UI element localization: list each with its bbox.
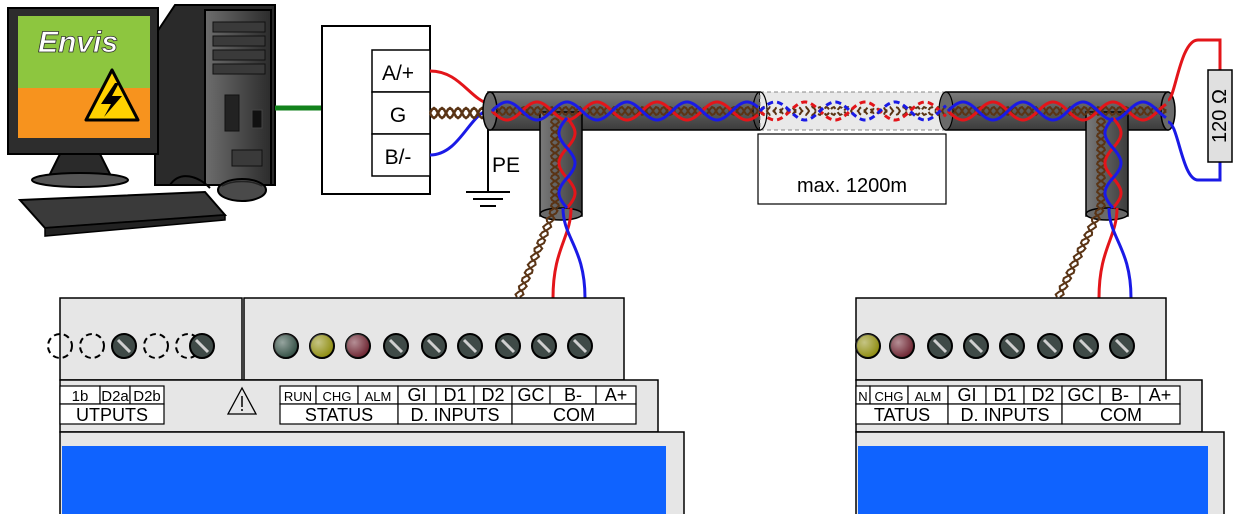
terminal-screw-icon[interactable] [927, 333, 953, 359]
terminal-screw-icon[interactable] [999, 333, 1025, 359]
pc-mouse [169, 175, 267, 202]
pc-computer: Envis [7, 4, 276, 237]
drop-wire-a-plus [1103, 117, 1123, 209]
drop-wire-a-plus [557, 117, 577, 209]
terminal-screw-icon[interactable] [495, 333, 521, 359]
device-display [858, 446, 1208, 514]
terminal-b-label: B/- [385, 146, 412, 169]
terminal-label: N [858, 389, 867, 404]
terminal-label: GI [407, 385, 426, 405]
terminal-screw-icon[interactable] [421, 333, 447, 359]
high-voltage-warning-icon [84, 68, 140, 122]
terminal-screw-icon[interactable] [531, 333, 557, 359]
terminal-label: CHG [323, 389, 352, 404]
group-label: TATUS [874, 405, 930, 425]
tail-a-plus [1097, 207, 1119, 299]
status-led [273, 333, 299, 359]
group-label: STATUS [305, 405, 373, 425]
terminal-label: D1 [443, 385, 466, 405]
tail-a-plus [551, 207, 573, 299]
terminator-resistor: 120 Ω [1166, 38, 1233, 182]
terminal-label: B- [564, 385, 582, 405]
pc-keyboard [17, 190, 228, 237]
terminal-screw-icon[interactable] [1109, 333, 1135, 359]
wire-b-minus [490, 100, 759, 122]
warning-icon [226, 386, 258, 415]
envis-logo: Envis [38, 26, 118, 59]
wire-b-minus [946, 100, 1167, 122]
terminal-screw-icon[interactable] [111, 333, 137, 359]
terminal-screw-icon[interactable] [457, 333, 483, 359]
group-label: COM [553, 405, 595, 425]
drop-wire-b-minus [1103, 117, 1123, 209]
pc-tower [154, 4, 276, 186]
status-led [889, 333, 915, 359]
ground-tail-b [517, 207, 556, 298]
group-label: UTPUTS [76, 405, 148, 425]
device-display [62, 446, 666, 514]
terminal-label: A+ [1149, 385, 1172, 405]
terminal-label: D2 [1031, 385, 1054, 405]
status-led [309, 333, 335, 359]
terminal-screw-icon[interactable] [1073, 333, 1099, 359]
max-length-box: max. 1200m [757, 133, 947, 205]
terminal-screw-icon[interactable] [567, 333, 593, 359]
terminal-label: D2b [133, 388, 161, 405]
status-led [345, 333, 371, 359]
converter-wires [428, 69, 491, 157]
terminal-label: GC [1068, 385, 1095, 405]
pc-monitor: Envis [7, 7, 159, 188]
terminal-screw-icon[interactable] [189, 333, 215, 359]
drop-ground-wire-b [549, 117, 561, 209]
drop-ground-wire-b [1095, 117, 1107, 209]
terminal-a-label: A/+ [382, 62, 414, 85]
empty-terminal-icon [47, 333, 73, 359]
terminal-label: 1b [72, 388, 89, 405]
ground-tail-b [1058, 207, 1102, 298]
terminal-screw-icon[interactable] [1037, 333, 1063, 359]
terminal-screw-icon[interactable] [383, 333, 409, 359]
drop-wire-b-minus [557, 117, 577, 209]
max-length-label: max. 1200m [797, 175, 907, 197]
terminal-block [59, 297, 243, 381]
empty-terminal-icon [143, 333, 169, 359]
terminal-g-label: G [390, 104, 406, 127]
wire-b-minus [758, 100, 947, 122]
terminal-label: CHG [875, 389, 904, 404]
terminal-label: A+ [605, 385, 628, 405]
tail-b-minus [561, 207, 587, 299]
wire-a-plus [946, 100, 1167, 122]
wire-a-plus [490, 100, 759, 122]
terminal-label: GI [957, 385, 976, 405]
terminal-label: GC [518, 385, 545, 405]
terminator-label: 120 Ω [1209, 89, 1231, 143]
terminal-label: ALM [365, 389, 392, 404]
ground-wire-b [491, 105, 759, 117]
terminal-label: B- [1111, 385, 1129, 405]
tail-b-minus [1107, 207, 1133, 299]
terminal-label: D1 [993, 385, 1016, 405]
terminal-label: ALM [915, 389, 942, 404]
terminal-label: D2a [101, 388, 129, 405]
wire-a-plus [758, 100, 947, 122]
rs485-converter: A/+ G B/- [321, 25, 431, 195]
terminal-screw-icon[interactable] [963, 333, 989, 359]
group-label: D. INPUTS [410, 405, 499, 425]
group-label: COM [1100, 405, 1142, 425]
status-led [855, 333, 881, 359]
group-label: D. INPUTS [960, 405, 1049, 425]
pe-label: PE [492, 154, 520, 177]
empty-terminal-icon [79, 333, 105, 359]
device-right: N CHG ALM GI D1 D2 GC B- A+ TATUS D. INPUTS COM [855, 297, 1225, 514]
bus-cable [482, 91, 1176, 299]
terminal-label: D2 [481, 385, 504, 405]
terminal-label: RUN [284, 389, 312, 404]
monitor-screen-green [18, 16, 150, 88]
